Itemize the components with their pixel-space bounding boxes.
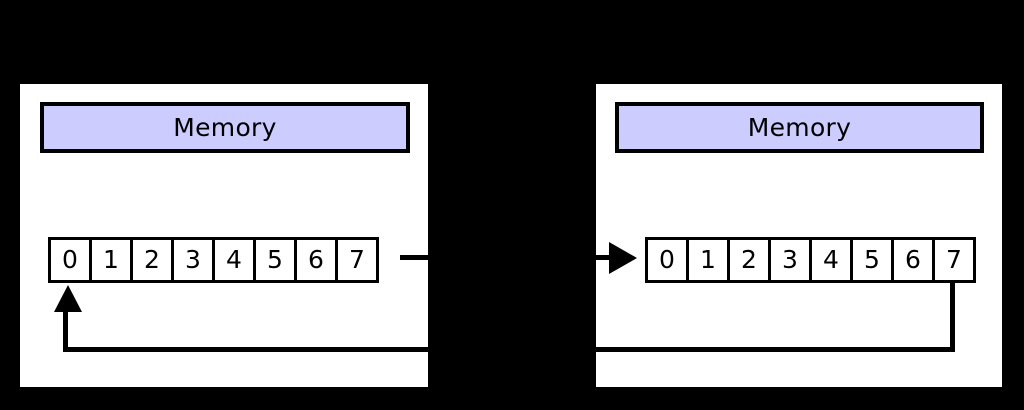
memory-cell[interactable]: 7	[935, 240, 973, 280]
connector-line-feedback-horizontal-left	[63, 347, 443, 352]
memory-cell[interactable]: 7	[338, 240, 376, 280]
connector-line-feedback-vertical-left	[63, 310, 68, 350]
memory-header-left: Memory	[40, 102, 410, 153]
memory-cell[interactable]: 3	[174, 240, 212, 280]
memory-cell[interactable]: 1	[689, 240, 727, 280]
memory-cell-strip-right: 0 1 2 3 4 5 6 7	[645, 237, 976, 283]
memory-cell[interactable]: 2	[730, 240, 768, 280]
arrow-right-icon	[609, 242, 637, 274]
memory-cell[interactable]: 6	[894, 240, 932, 280]
connector-line-input-right	[586, 255, 612, 260]
arrow-up-icon	[54, 285, 82, 312]
memory-cell[interactable]: 4	[812, 240, 850, 280]
memory-cell[interactable]: 6	[297, 240, 335, 280]
memory-cell[interactable]: 2	[133, 240, 171, 280]
memory-cell[interactable]: 4	[215, 240, 253, 280]
memory-cell[interactable]: 1	[92, 240, 130, 280]
connector-line-feedback-vertical-right	[950, 281, 955, 350]
memory-cell[interactable]: 5	[853, 240, 891, 280]
memory-header-right: Memory	[615, 102, 984, 153]
connector-line-feedback-horizontal-right	[590, 347, 955, 352]
memory-cell[interactable]: 3	[771, 240, 809, 280]
connector-line-output-left	[400, 255, 440, 260]
memory-cell[interactable]: 5	[256, 240, 294, 280]
memory-cell-strip-left: 0 1 2 3 4 5 6 7	[48, 237, 379, 283]
memory-cell[interactable]: 0	[648, 240, 686, 280]
memory-cell[interactable]: 0	[51, 240, 89, 280]
